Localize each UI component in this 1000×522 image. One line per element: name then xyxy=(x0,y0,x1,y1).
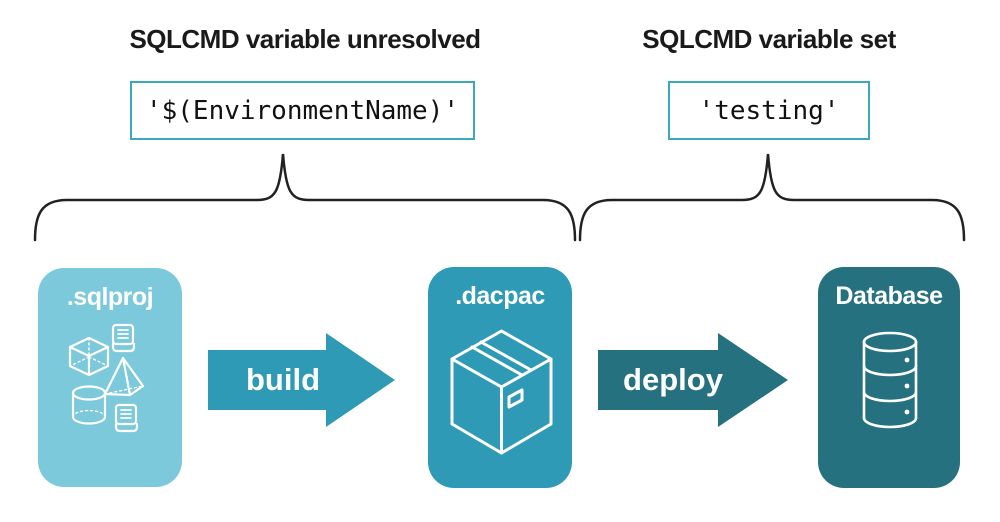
code-box-environment-name: '$(EnvironmentName)' xyxy=(130,81,475,140)
stage-database: Database xyxy=(818,267,960,488)
stage-sqlproj: .sqlproj xyxy=(38,268,182,487)
heading-variable-set: SQLCMD variable set xyxy=(642,24,896,54)
stage-dacpac-label: .dacpac xyxy=(455,282,545,310)
code-box-testing: 'testing' xyxy=(668,81,870,140)
code-value-environment-name: '$(EnvironmentName)' xyxy=(145,95,460,126)
stage-sqlproj-label: .sqlproj xyxy=(66,283,154,311)
brace-left xyxy=(33,153,577,242)
build-arrow-label: build xyxy=(245,362,321,397)
cylinder-icon xyxy=(71,385,107,425)
database-icon xyxy=(862,331,918,429)
heading-variable-unresolved: SQLCMD variable unresolved xyxy=(129,24,481,54)
code-value-testing: 'testing' xyxy=(698,95,840,126)
brace-right xyxy=(578,153,966,242)
stage-dacpac: .dacpac xyxy=(428,267,572,488)
sql-objects-icons xyxy=(68,323,145,433)
deploy-arrow-label: deploy xyxy=(623,362,723,397)
build-arrow xyxy=(208,333,395,427)
script-icon xyxy=(111,323,136,353)
package-icon xyxy=(450,329,553,455)
cube-icon xyxy=(68,336,110,377)
script-icon xyxy=(114,403,139,433)
stage-database-label: Database xyxy=(835,282,943,310)
deploy-arrow xyxy=(598,333,788,427)
pyramid-icon xyxy=(103,356,145,397)
